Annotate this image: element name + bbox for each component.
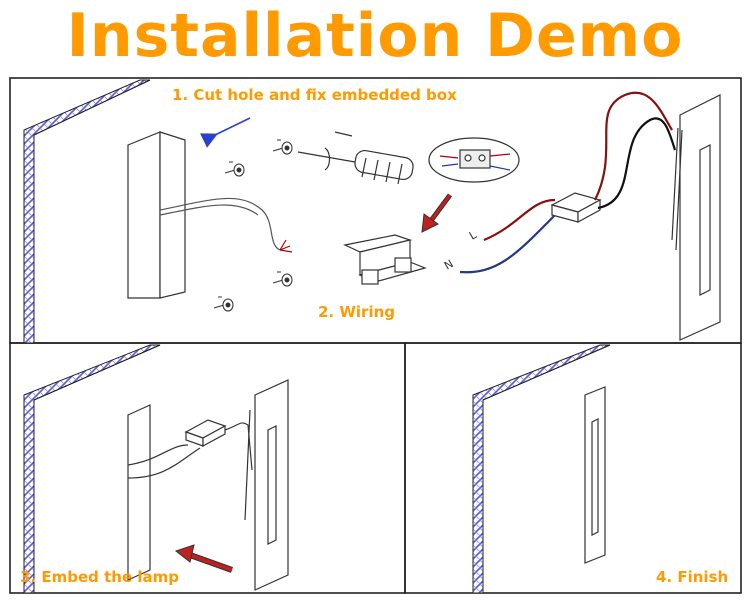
step-1-label: 1. Cut hole and fix embedded box	[172, 86, 457, 104]
step-light-fixture	[671, 94, 721, 341]
led-driver	[550, 192, 602, 224]
embed-lamp-scene	[127, 379, 289, 591]
panel-frames	[9, 77, 742, 594]
power-wires	[459, 198, 561, 274]
finished-fixture	[584, 386, 606, 564]
insert-direction-arrow	[199, 117, 251, 148]
wall-panel-4	[472, 344, 611, 594]
mounting-screws	[213, 139, 293, 312]
terminal-block-detail	[428, 137, 520, 183]
embed-direction-arrow	[174, 544, 234, 573]
embedded-box	[127, 131, 293, 299]
detail-pointer-arrow	[421, 193, 453, 233]
wall-panel-1	[23, 79, 151, 344]
live-marker: L	[467, 228, 480, 243]
page-title: Installation Demo	[66, 1, 684, 71]
wall-panel-3	[23, 344, 161, 594]
step-4-label: 4. Finish	[656, 568, 729, 586]
lamp-wires	[594, 91, 677, 210]
step-2-label: 2. Wiring	[318, 303, 395, 321]
step-3-label: 3. Embed the lamp	[20, 568, 179, 586]
wire-connector	[343, 234, 427, 285]
screwdriver	[297, 131, 414, 185]
neutral-marker: N	[442, 257, 456, 272]
